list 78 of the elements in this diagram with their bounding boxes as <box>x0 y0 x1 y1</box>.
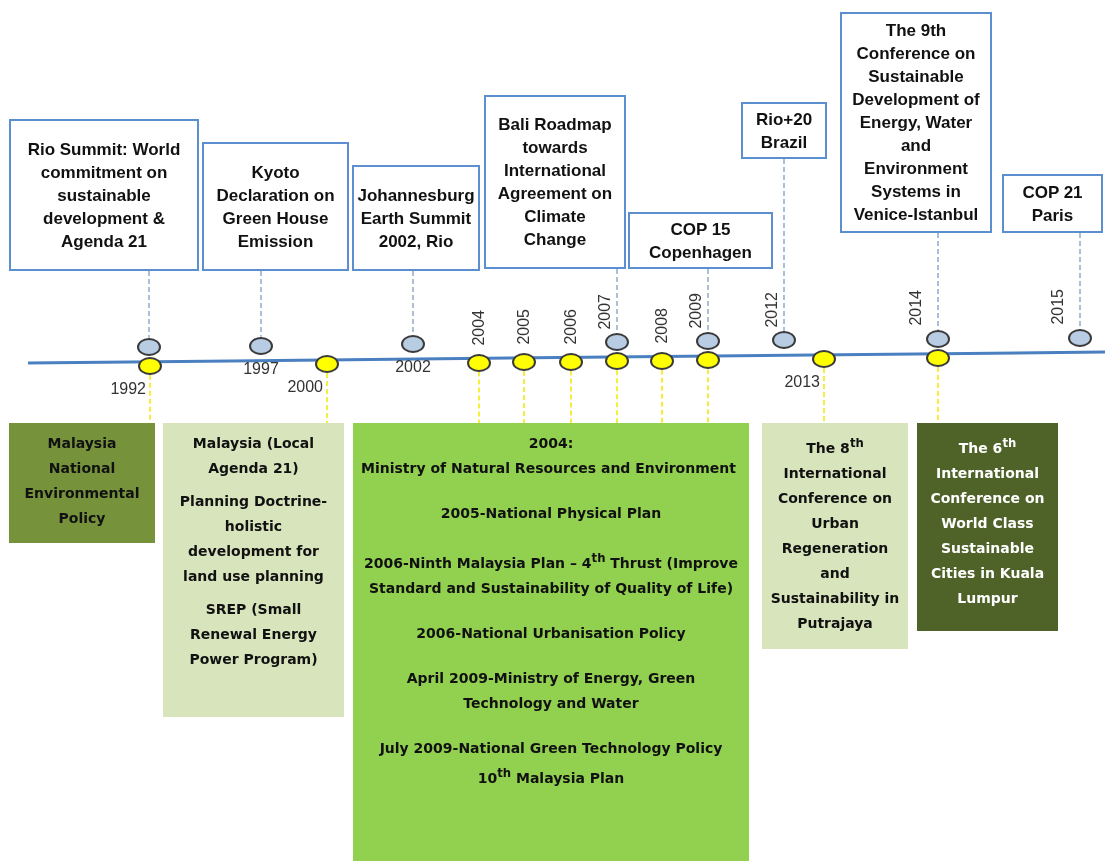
leader-line <box>523 370 525 424</box>
event-title: Rio Summit: World commitment on sustainable development & Agenda 21 <box>26 138 182 253</box>
event-box <box>352 165 480 271</box>
policy-text: Planning Doctrine- holistic development for land use planning <box>178 492 329 586</box>
policy-text: 2006-National Urbanisation Policy <box>416 623 686 643</box>
timeline-marker <box>249 336 273 355</box>
leader-line <box>823 367 825 424</box>
timeline-marker <box>137 337 161 356</box>
timeline-marker <box>512 353 536 372</box>
policy-text: July 2009-National Green Technology Policy 10$^{th}$ Malaysia Plan <box>378 738 724 788</box>
event-box <box>9 119 199 271</box>
year-label: 2000 <box>287 379 323 395</box>
leader-line <box>707 368 709 424</box>
timeline-marker <box>467 353 491 372</box>
event-title: Kyoto Declaration on Green House Emission <box>215 161 336 253</box>
leader-line <box>661 368 663 424</box>
event-box <box>628 212 773 269</box>
policy-text: 2004: <box>528 434 574 453</box>
policy-box <box>762 423 908 649</box>
timeline-marker <box>772 331 796 350</box>
leader-line <box>478 370 480 424</box>
policy-box <box>917 423 1058 631</box>
timeline-marker <box>926 329 950 348</box>
year-label: 2008 <box>654 308 670 344</box>
year-label: 1997 <box>243 360 279 377</box>
event-title: COP 15 Copenhagen <box>648 218 753 264</box>
timeline-marker <box>315 355 339 373</box>
event-box <box>840 12 992 233</box>
event-title: Bali Roadmap towards International Agreement on Climate Change <box>496 114 614 251</box>
event-title: COP 21 Paris <box>1021 181 1084 227</box>
year-label: 2015 <box>1050 288 1066 325</box>
year-label: 2005 <box>516 309 532 346</box>
event-box <box>741 102 827 159</box>
policy-box <box>163 423 344 717</box>
policy-text: April 2009-Ministry of Energy, Green Technology and Water <box>405 668 697 713</box>
year-label: 2004 <box>471 309 487 346</box>
policy-text: The 8$^{th}$ International Conference on Urban Regeneration and Sustainability in Putrajaya <box>770 435 900 633</box>
event-title: Johannesburg Earth Summit 2002, Rio <box>357 184 475 253</box>
timeline-marker <box>926 348 950 367</box>
leader-line <box>616 369 618 424</box>
timeline-marker <box>559 352 583 371</box>
policy-box <box>9 423 155 543</box>
event-box <box>484 95 626 269</box>
event-box <box>1002 174 1103 233</box>
event-title: Rio+20 Brazil <box>754 108 814 154</box>
timeline-marker <box>138 356 162 375</box>
year-label: 2013 <box>784 374 820 391</box>
leader-line <box>326 372 328 424</box>
policy-text: 2005-National Physical Plan <box>440 504 662 523</box>
timeline-marker <box>401 335 425 354</box>
policy-text: 2006-Ninth Malaysia Plan – 4$^{th}$ Thrust (Improve Standard and Sustainability of Quality of Life) <box>363 550 739 598</box>
policy-box <box>353 423 749 861</box>
year-label: 2014 <box>908 290 924 326</box>
timeline-marker <box>1068 328 1092 347</box>
year-label: 2012 <box>764 291 780 328</box>
policy-text: Ministry of Natural Resources and Environment <box>361 459 736 478</box>
timeline-marker <box>605 333 629 352</box>
leader-line <box>570 369 572 424</box>
leader-line <box>707 268 709 333</box>
year-label: 2002 <box>395 359 431 376</box>
policy-text: Malaysia National Environmental Policy <box>23 434 141 528</box>
year-label: 2006 <box>563 309 579 345</box>
event-title: The 9th Conference on Sustainable Development of Energy, Water and Environment Systems in Venice-Istanbul <box>851 20 981 226</box>
timeline-marker <box>696 332 720 351</box>
timeline-marker <box>812 350 836 369</box>
year-label: 2007 <box>597 293 613 330</box>
leader-line <box>260 270 262 338</box>
policy-text: Malaysia (Local Agenda 21) <box>191 434 316 478</box>
policy-text: The 6$^{th}$ International Conference on World Class Sustainable Cities in Kuala Lumpur <box>929 435 1046 608</box>
timeline-marker <box>696 351 720 370</box>
year-label: 2009 <box>688 292 704 329</box>
leader-line <box>148 270 150 339</box>
timeline-marker <box>650 351 674 370</box>
event-box <box>202 142 349 271</box>
timeline-marker <box>605 352 629 371</box>
leader-line <box>783 158 785 333</box>
year-label: 1992 <box>110 380 146 397</box>
policy-text: SREP (Small Renewal Energy Power Program) <box>188 600 319 669</box>
